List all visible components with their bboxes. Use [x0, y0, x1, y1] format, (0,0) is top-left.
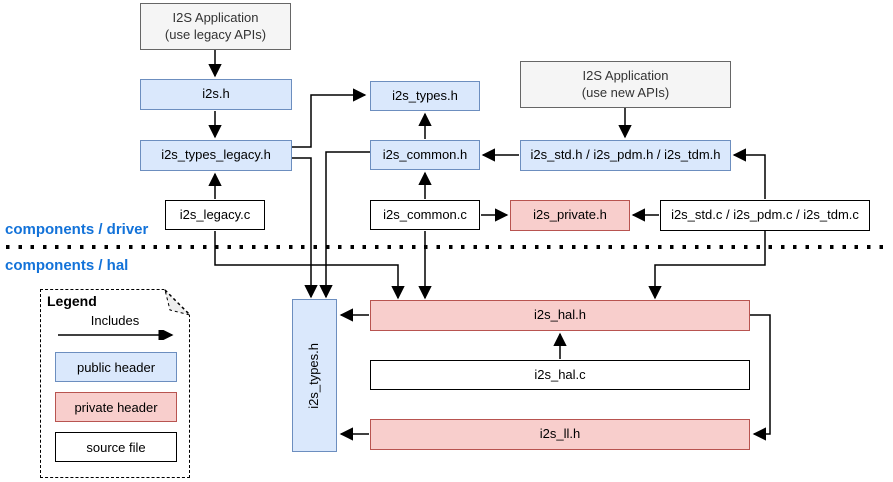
edge-i2s-legacy-c-includes-i2s-hal-h	[214, 231, 405, 300]
node-i2s-std-pdm-tdm-c: i2s_std.c / i2s_pdm.c / i2s_tdm.c	[660, 200, 870, 231]
layer-divider-dotted-line	[6, 245, 886, 249]
node-label: i2s_private.h	[533, 207, 607, 223]
node-label: i2s_hal.h	[533, 307, 587, 323]
node-i2s-hal-c: i2s_hal.c	[370, 360, 750, 390]
legend-includes-label: Includes	[90, 313, 140, 328]
legend-item-label: source file	[86, 439, 146, 455]
node-label: (use new APIs)	[581, 84, 670, 100]
section-label-components-driver: components / driver	[5, 221, 149, 238]
node-label: i2s_legacy.c	[179, 206, 251, 222]
node-i2s-hal-h: i2s_hal.h	[370, 300, 750, 331]
node-i2s-legacy-c: i2s_legacy.c	[165, 200, 265, 230]
node-i2s-types-legacy-h: i2s_types_legacy.h	[140, 140, 292, 171]
node-i2s-std-pdm-tdm-h: i2s_std.h / i2s_pdm.h / i2s_tdm.h	[520, 140, 731, 171]
node-label: i2s_types.h	[392, 87, 458, 103]
node-i2s-application-legacy: I2S Application (use legacy APIs)	[140, 3, 291, 50]
legend-item-source-file: source file	[55, 432, 177, 462]
folded-corner-icon	[163, 288, 191, 316]
node-i2s-common-c: i2s_common.c	[370, 200, 480, 230]
node-i2s-private-h: i2s_private.h	[510, 200, 630, 231]
edge-i2s-hal-h-includes-i2s-ll-h	[750, 314, 771, 441]
edge-i2s-types-legacy-h-includes-i2s-types-h	[292, 88, 367, 148]
node-i2s-ll-h: i2s_ll.h	[370, 419, 750, 450]
includes-arrow-icon	[58, 330, 174, 340]
node-i2s-types-h-hal: i2s_types.h	[292, 299, 337, 452]
legend-item-private-header: private header	[55, 392, 177, 422]
legend-item-label: private header	[74, 399, 158, 415]
edge-i2s-std-c-includes-i2s-std-h	[732, 148, 766, 199]
edge-i2s-common-h-includes-hal-i2s-types-h	[319, 151, 370, 299]
node-label: (use legacy APIs)	[164, 26, 267, 42]
node-label: i2s_ll.h	[539, 426, 581, 442]
node-label: I2S Application	[172, 10, 259, 26]
edge-i2s-types-legacy-h-includes-hal-i2s-types-h	[292, 157, 318, 299]
node-i2s-application-new: I2S Application (use new APIs)	[520, 61, 731, 108]
node-i2s-types-h-driver: i2s_types.h	[370, 81, 480, 111]
node-label: i2s_hal.c	[534, 366, 586, 382]
node-label: i2s.h	[202, 86, 230, 102]
node-label: i2s_types_legacy.h	[161, 147, 271, 163]
node-label: i2s_std.h / i2s_pdm.h / i2s_tdm.h	[530, 147, 721, 163]
legend-item-label: public header	[76, 359, 156, 375]
node-label: I2S Application	[582, 68, 669, 84]
node-label: i2s_std.c / i2s_pdm.c / i2s_tdm.c	[671, 207, 859, 223]
node-label: i2s_common.c	[383, 206, 467, 222]
node-i2s-common-h: i2s_common.h	[370, 140, 480, 170]
section-label-components-hal: components / hal	[5, 257, 129, 274]
node-label: i2s_types.h	[306, 342, 322, 409]
edge-i2s-std-c-includes-i2s-hal-h	[648, 231, 766, 300]
node-i2s-h: i2s.h	[140, 79, 292, 110]
node-label: i2s_common.h	[382, 146, 468, 162]
legend-item-public-header: public header	[55, 352, 177, 382]
legend-title: Legend	[47, 293, 97, 309]
legend: Legend Includes public header private he…	[40, 288, 191, 478]
